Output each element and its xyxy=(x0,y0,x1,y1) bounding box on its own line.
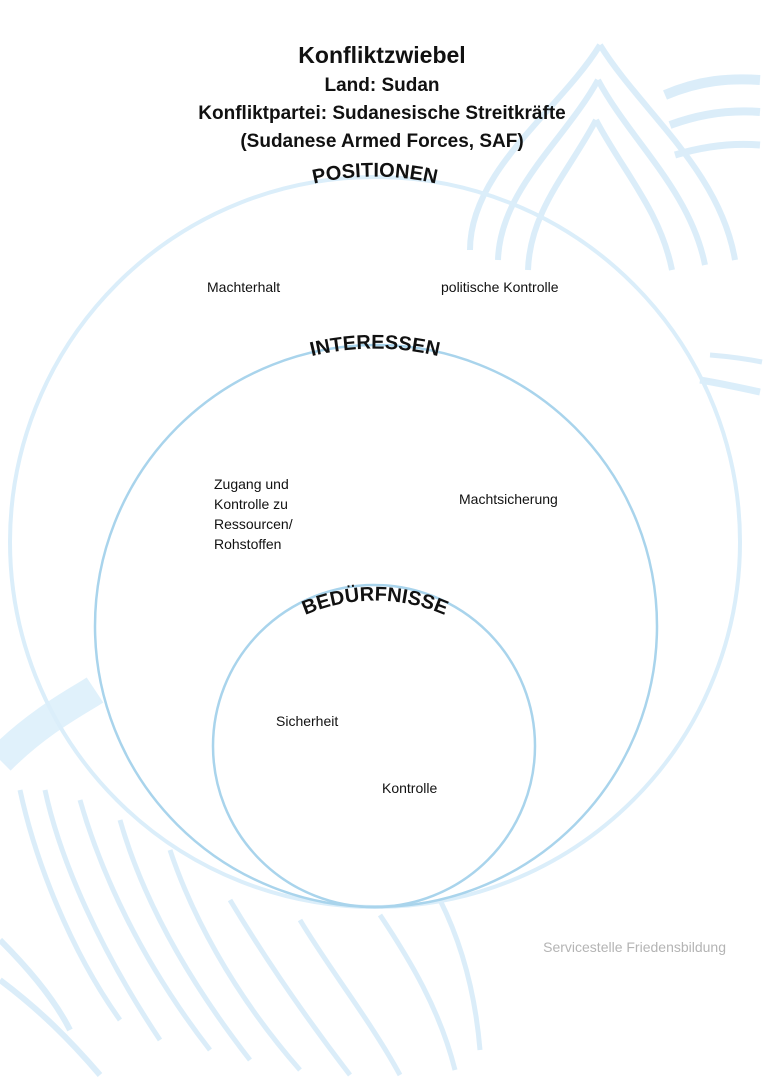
ring-label-interests: INTERESSEN xyxy=(308,332,442,361)
position-item: politische Kontrolle xyxy=(441,279,559,295)
ring-needs xyxy=(211,583,537,909)
country-line: Land: Sudan xyxy=(324,75,440,96)
need-item: Kontrolle xyxy=(382,780,438,796)
ring-positions xyxy=(8,175,742,909)
conflict-party-line: Konfliktpartei: Sudanesische Streitkräft… xyxy=(198,103,566,124)
title-block: Konfliktzwiebel Land: Sudan Konfliktpart… xyxy=(0,38,764,156)
ring-label-positions: POSITIONEN xyxy=(310,160,439,189)
position-item: Machterhalt xyxy=(207,279,281,295)
ring-interests xyxy=(93,343,659,909)
conflict-party-abbrev-line: (Sudanese Armed Forces, SAF) xyxy=(240,131,524,152)
footer-credit: Servicestelle Friedensbildung xyxy=(543,939,726,955)
interest-item: Machtsicherung xyxy=(459,491,558,507)
page-title: Konfliktzwiebel xyxy=(298,42,466,68)
ring-label-needs: BEDÜRFNISSE xyxy=(299,583,451,619)
need-item: Sicherheit xyxy=(276,713,339,729)
interest-item: Zugang und Kontrolle zu Ressourcen/ Rohs… xyxy=(214,476,293,552)
